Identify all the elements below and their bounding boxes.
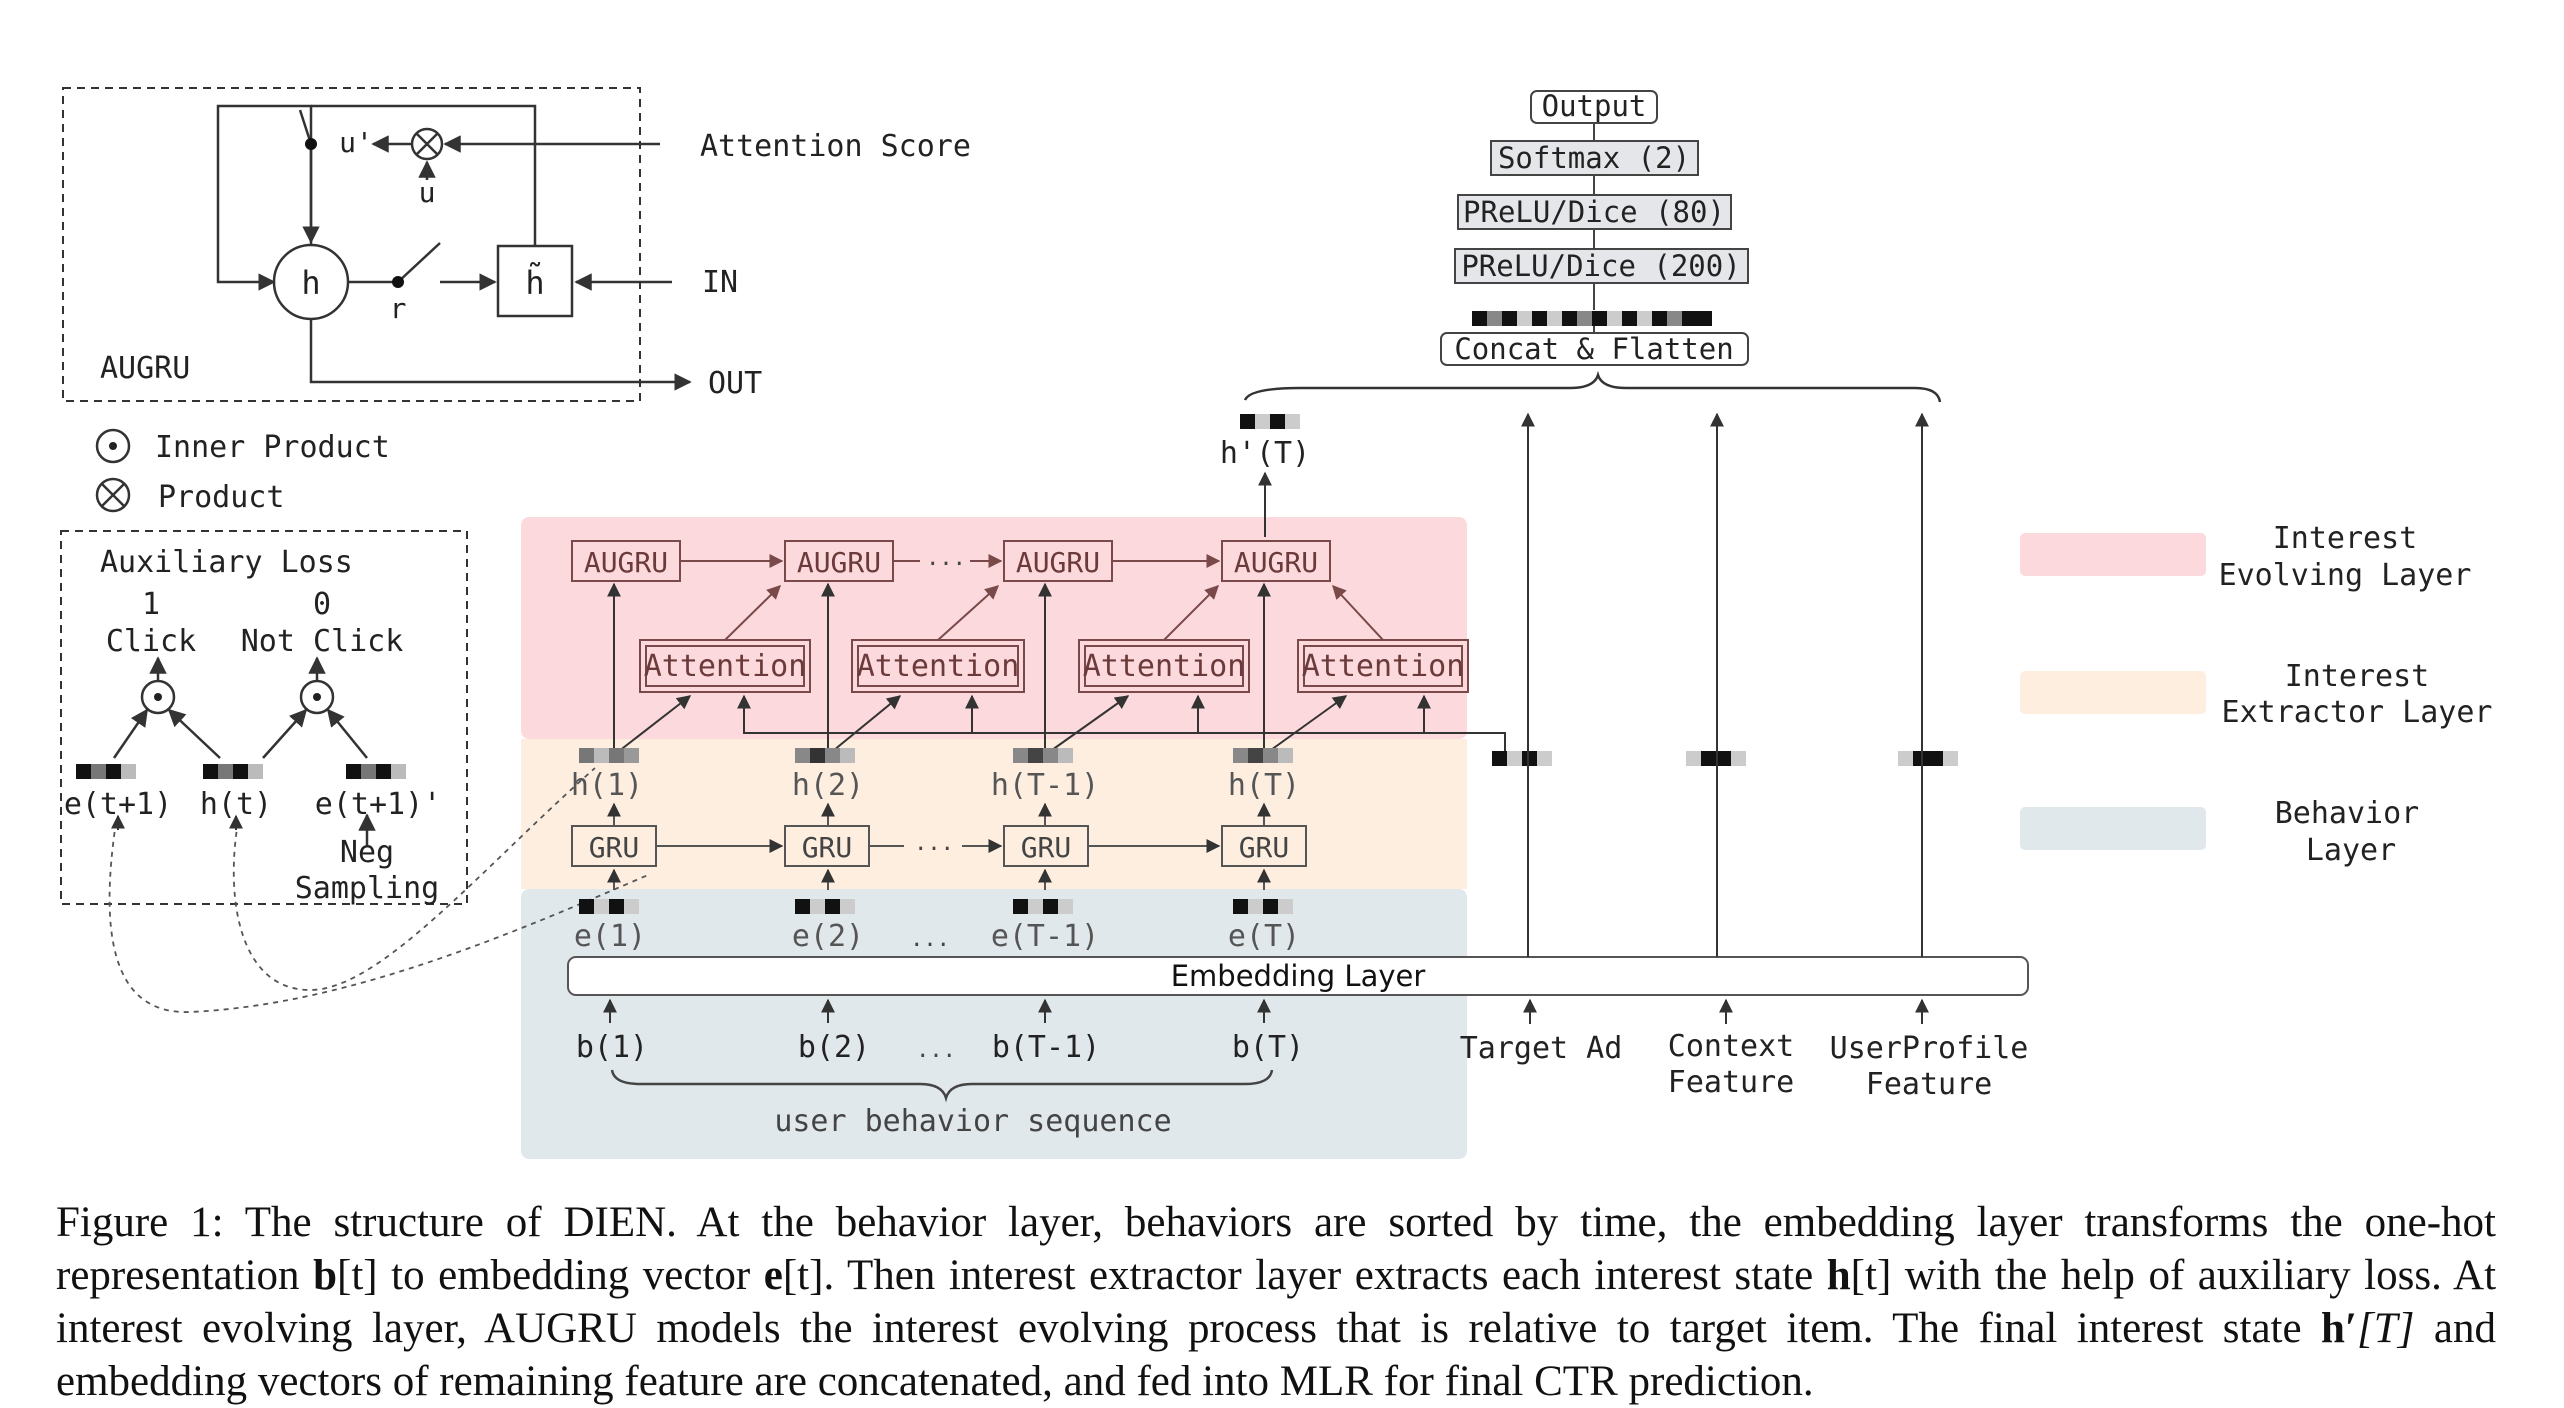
- behavior-ellipsis-top: ...: [910, 927, 950, 952]
- embedding-vectors: [579, 899, 1293, 914]
- concat-vector-blocks: [1472, 311, 1712, 326]
- legend-behavior-line1: Behavior: [2275, 796, 2420, 831]
- auxiliary-loss-box: [60, 530, 468, 905]
- interest-extractor-layer-bg: [521, 739, 1467, 889]
- target-ad-label: Target Ad: [1460, 1031, 1623, 1066]
- legend-swatch-evolving: [2020, 533, 2206, 576]
- attention-score-label: Attention Score: [700, 129, 971, 164]
- embed-label-4: e(T): [1228, 919, 1300, 954]
- augru-cell-box: [62, 87, 641, 402]
- sequence-brace: [610, 1069, 1274, 1103]
- context-label-1: Context: [1668, 1029, 1794, 1064]
- legend-swatch-behavior: [2020, 807, 2206, 850]
- prelu80-label: PReLU/Dice (80): [1463, 195, 1725, 229]
- softmax-label: Softmax (2): [1498, 141, 1690, 175]
- attention-label-2: Attention: [857, 649, 1020, 684]
- legend-extractor-line2: Extractor Layer: [2222, 695, 2493, 730]
- legend-evolving-line2: Evolving Layer: [2219, 558, 2472, 593]
- hidden-label-2: h(2): [792, 768, 864, 803]
- u-label: u: [419, 176, 436, 209]
- hidden-label-1: h(1): [571, 768, 643, 803]
- attention-label-1: Attention: [644, 649, 807, 684]
- embedding-layer-label: Embedding Layer: [1171, 959, 1426, 993]
- r-label: r: [390, 292, 407, 325]
- gru-label-3: GRU: [1021, 831, 1072, 864]
- gru-label-1: GRU: [589, 831, 640, 864]
- out-label: OUT: [708, 366, 762, 401]
- prelu80-box: [1457, 194, 1732, 230]
- embedding-layer-box: [567, 956, 2029, 996]
- embed-label-2: e(2): [792, 919, 864, 954]
- userprofile-label-1: UserProfile: [1830, 1031, 2029, 1066]
- product-label: Product: [158, 480, 284, 515]
- augru-label-1: AUGRU: [584, 546, 668, 579]
- aux-embedding-blocks: [76, 764, 406, 779]
- gru-label-4: GRU: [1239, 831, 1290, 864]
- evolving-ellipsis: ...: [926, 546, 966, 571]
- h-tilde-label: h̃: [525, 262, 544, 302]
- interest-evolving-layer-bg: [521, 517, 1467, 739]
- behavior-ellipsis-bottom: ...: [916, 1038, 956, 1063]
- augru-box-4: [1221, 540, 1331, 582]
- legend-behavior-line2: Layer: [2306, 833, 2396, 868]
- augru-label-2: AUGRU: [797, 546, 881, 579]
- legend-extractor-line1: Interest: [2285, 659, 2430, 694]
- inner-product-icon: [95, 428, 131, 464]
- product-icon: [95, 477, 131, 513]
- gru-label-2: GRU: [802, 831, 853, 864]
- h-prime-T-vector: [1240, 414, 1300, 429]
- neg-label: Neg: [340, 835, 394, 870]
- input-label-1: b(1): [576, 1030, 648, 1065]
- input-label-4: b(T): [1232, 1030, 1304, 1065]
- context-label-2: Feature: [1668, 1065, 1794, 1100]
- augru-label-3: AUGRU: [1016, 546, 1100, 579]
- prelu200-label: PReLU/Dice (200): [1461, 249, 1740, 283]
- click-label: Click: [106, 624, 196, 659]
- augru-label-4: AUGRU: [1234, 546, 1318, 579]
- hidden-label-4: h(T): [1228, 768, 1300, 803]
- h-label: h: [301, 264, 320, 302]
- input-label-3: b(T-1): [992, 1030, 1100, 1065]
- embed-label-3: e(T-1): [991, 919, 1099, 954]
- figure-caption: Figure 1: The structure of DIEN. At the …: [56, 1199, 2497, 1405]
- sampling-label: Sampling: [295, 871, 440, 906]
- attention-label-3: Attention: [1083, 649, 1246, 684]
- e-t1-neg-label: e(t+1)': [315, 787, 441, 822]
- augru-cell-title: AUGRU: [100, 351, 190, 386]
- click-value: 1: [142, 587, 160, 622]
- attention-label-4: Attention: [1302, 649, 1465, 684]
- concat-label: Concat & Flatten: [1454, 332, 1733, 366]
- inner-product-label: Inner Product: [155, 430, 390, 465]
- legend-evolving-line1: Interest: [2273, 521, 2418, 556]
- u-prime-label: u': [339, 126, 373, 159]
- aux-loss-title: Auxiliary Loss: [100, 545, 353, 580]
- dien-diagram: h h̃ u' u r AUGRU Attention Score IN OUT…: [60, 87, 2493, 1159]
- userprofile-label-2: Feature: [1866, 1067, 1992, 1102]
- sequence-label: user behavior sequence: [774, 1104, 1171, 1139]
- h-prime-T-label: h'(T): [1220, 436, 1310, 471]
- legend-swatch-extractor: [2020, 671, 2206, 714]
- prelu200-box: [1454, 248, 1749, 284]
- extractor-ellipsis: ...: [914, 831, 954, 856]
- embed-label-1: e(1): [574, 919, 646, 954]
- input-label-2: b(2): [798, 1030, 870, 1065]
- output-label: Output: [1542, 89, 1647, 123]
- hidden-vectors: [579, 748, 1293, 763]
- feature-vectors: [1492, 751, 1958, 766]
- not-click-value: 0: [313, 587, 331, 622]
- not-click-label: Not Click: [241, 624, 404, 659]
- hidden-label-3: h(T-1): [991, 768, 1099, 803]
- in-label: IN: [702, 265, 738, 300]
- softmax-box: [1490, 140, 1699, 176]
